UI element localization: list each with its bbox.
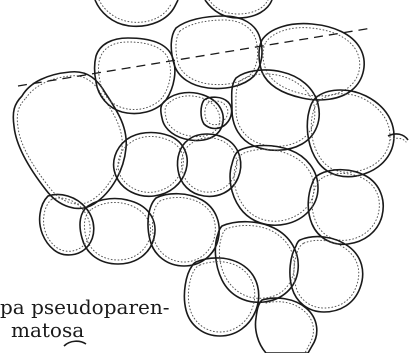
caption-line-1: pa pseudoparen- [0, 296, 169, 318]
cell-15 [215, 222, 298, 303]
cell-20-far-right-tail [388, 134, 408, 142]
cell-16 [290, 237, 363, 312]
cell-12 [308, 170, 383, 245]
cell-top-partial-right [205, 0, 272, 18]
cell-9 [114, 133, 188, 197]
section-cut-line [18, 28, 372, 86]
cell-14 [148, 194, 219, 266]
cell-18-bottom-right [255, 298, 316, 353]
cell-top-partial [95, 0, 178, 26]
cell-1 [13, 72, 126, 209]
caption-line-2: matosa [11, 319, 84, 341]
cell-8 [307, 90, 394, 177]
cell-13 [80, 199, 155, 264]
cell-4 [259, 24, 364, 100]
cell-3 [171, 16, 262, 89]
cell-5 [161, 93, 223, 141]
cell-17-bottom [184, 258, 258, 336]
cell-11 [230, 146, 318, 226]
